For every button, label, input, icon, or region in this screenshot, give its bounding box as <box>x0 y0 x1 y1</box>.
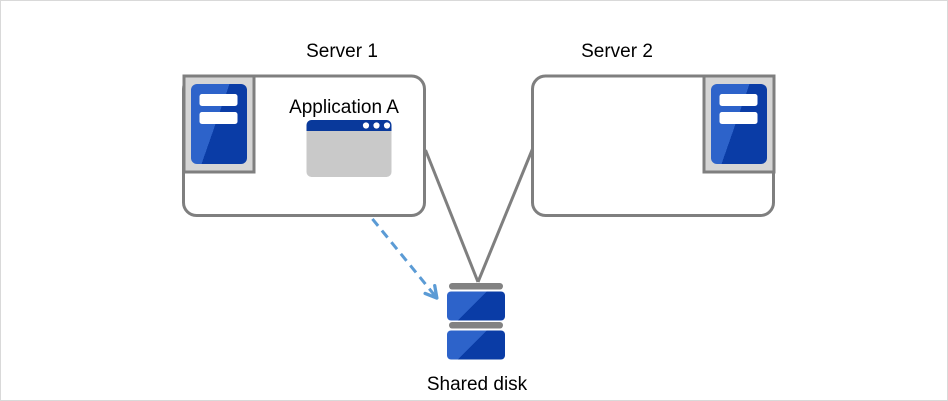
server2-node: Server 2 <box>531 41 776 217</box>
application-node: Application A <box>289 97 399 177</box>
server2-label: Server 2 <box>581 41 653 62</box>
disk-platter <box>447 330 505 360</box>
server-tower-slot <box>199 94 238 106</box>
shared-disk-icon <box>447 283 505 360</box>
server1-server-tower-icon <box>182 74 256 174</box>
disk-platter <box>447 291 505 321</box>
connector-server1-to-disk <box>424 149 480 283</box>
titlebar-dot-icon <box>362 122 370 129</box>
disk-connector-bar <box>449 283 503 290</box>
server-tower-slot <box>199 112 238 124</box>
titlebar-dot-icon <box>373 122 380 129</box>
server-tower-slot <box>719 112 758 124</box>
app-to-disk-dashed-arrow <box>342 183 439 300</box>
shared-disk-label: Shared disk <box>427 374 528 395</box>
application-label: Application A <box>289 97 399 118</box>
server1-label: Server 1 <box>306 41 378 62</box>
app-window-body <box>306 120 392 177</box>
shared-disk-node: Shared disk <box>427 283 528 395</box>
disk-connector-bar <box>449 322 503 329</box>
application-window-icon <box>306 120 392 177</box>
server2-server-tower-icon <box>702 74 776 174</box>
connector-server2-to-disk <box>476 148 534 283</box>
server-tower-slot <box>719 94 758 106</box>
app-window-titlebar <box>306 120 392 131</box>
titlebar-dot-icon <box>383 122 391 129</box>
server1-node: Server 1 Application A <box>182 41 426 217</box>
